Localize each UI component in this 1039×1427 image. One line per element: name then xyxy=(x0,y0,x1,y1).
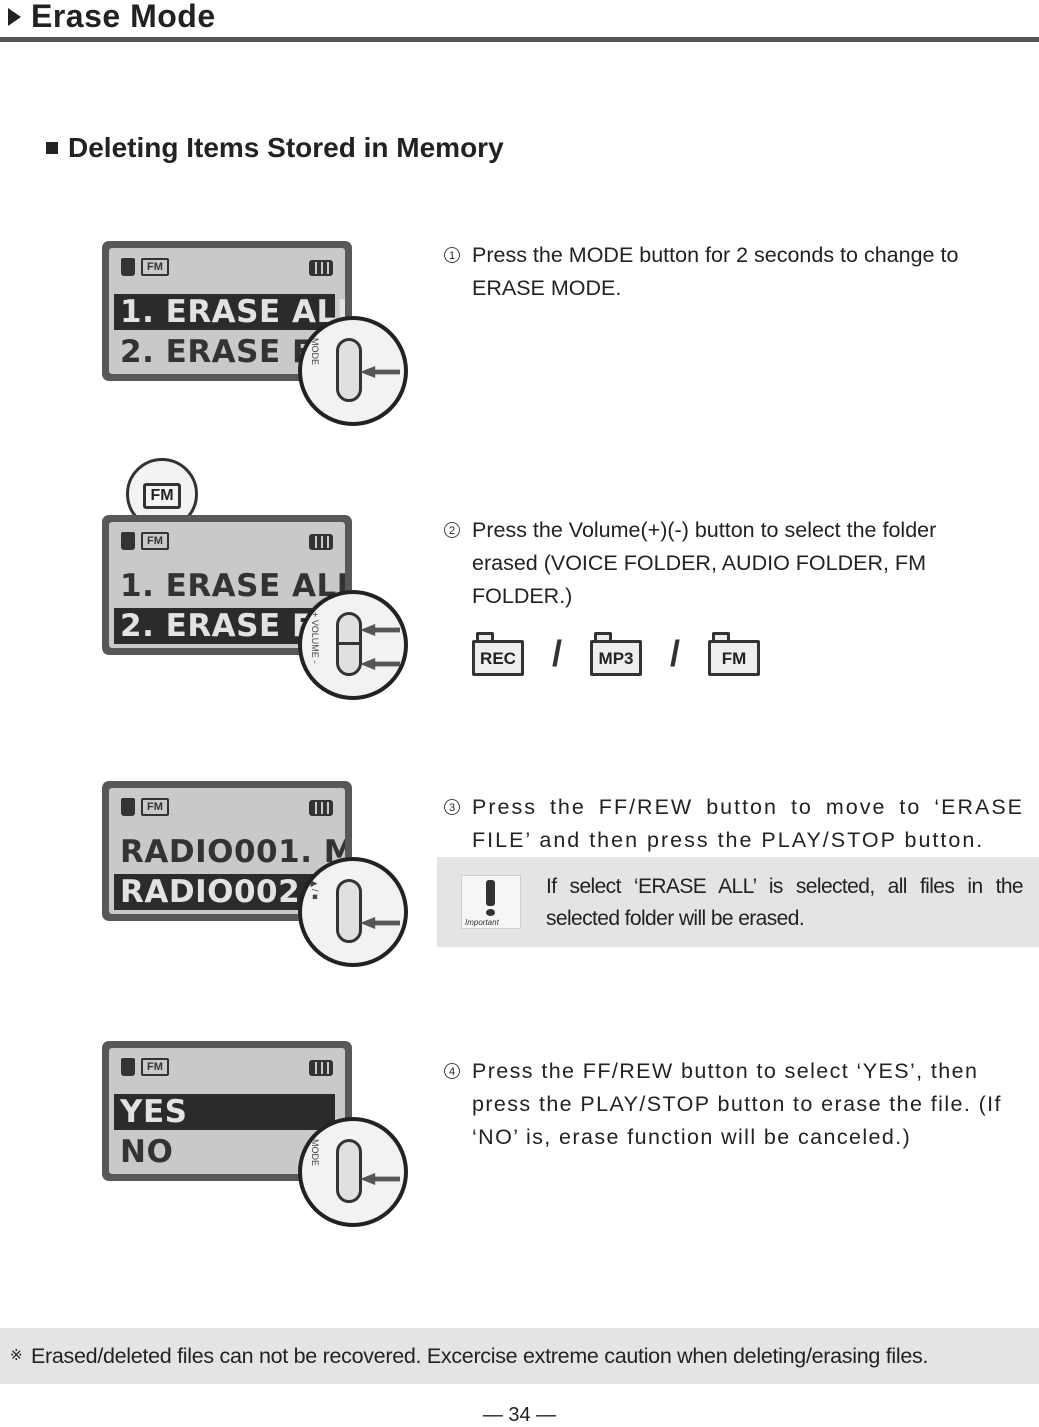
play-stop-button-zoom: ▶/■ xyxy=(298,857,408,967)
fm-folder-icon: FM xyxy=(143,483,181,509)
step-text: Press the FF/REW button to select ‘YES’,… xyxy=(472,1059,1002,1149)
step-text: Press the Volume(+)(-) button to select … xyxy=(472,518,937,608)
press-arrow-icon xyxy=(360,658,400,670)
step-text: Press the MODE button for 2 seconds to c… xyxy=(472,243,959,300)
reference-mark-icon: ※ xyxy=(10,1347,23,1364)
lcd-display-file-select: FM RADIO001. MP3 RADIO002. MP3 xyxy=(102,781,352,921)
battery-icon xyxy=(309,260,333,276)
button-label: + VOLUME - xyxy=(310,612,320,664)
lcd-screen: FM YES NO xyxy=(109,1048,345,1174)
fm-folder-icon: FM xyxy=(141,258,169,276)
button-label: ▶/■ xyxy=(310,879,320,902)
step-number: 4 xyxy=(444,1063,460,1079)
lcd-line-1: YES xyxy=(114,1094,335,1130)
header-divider xyxy=(0,37,1039,42)
battery-icon xyxy=(309,800,333,816)
press-arrow-icon xyxy=(360,624,400,636)
important-text: If select ‘ERASE ALL’ is selected, all f… xyxy=(546,875,1024,930)
separator: / xyxy=(670,633,681,674)
mp3-folder-icon: MP3 xyxy=(590,632,643,676)
press-arrow-icon xyxy=(360,1173,400,1185)
lcd-line-1: RADIO001. MP3 xyxy=(120,834,345,870)
volume-button[interactable] xyxy=(336,612,362,676)
battery-icon xyxy=(309,1060,333,1076)
warning-footer: ※ Erased/deleted files can not be recove… xyxy=(0,1328,1039,1384)
button-label: MODE xyxy=(310,338,320,365)
lcd-line-1: 1. ERASE ALL xyxy=(114,294,345,330)
lcd-line-2: NO xyxy=(120,1134,174,1170)
trash-icon xyxy=(121,258,135,276)
page-header: Erase Mode xyxy=(8,0,216,36)
lcd-screen: FM 1. ERASE ALL 2. ERASE FILE xyxy=(109,522,345,648)
rec-folder-icon: REC xyxy=(472,632,524,676)
page-number: — 34 — xyxy=(482,1404,557,1426)
folder-icons-row: REC / MP3 / FM xyxy=(472,632,761,676)
lcd-display-confirm: FM YES NO xyxy=(102,1041,352,1181)
mode-button[interactable] xyxy=(336,1139,362,1203)
fm-folder-icon: FM xyxy=(141,532,169,550)
trash-icon xyxy=(121,798,135,816)
volume-button-zoom: + VOLUME - xyxy=(298,590,408,700)
step-3: 3 Press the FF/REW button to move to ‘ER… xyxy=(444,791,1024,857)
fm-folder-icon: FM xyxy=(141,1058,169,1076)
section-title: Deleting Items Stored in Memory xyxy=(68,132,504,163)
play-stop-button[interactable] xyxy=(336,879,362,943)
step-1: 1 Press the MODE button for 2 seconds to… xyxy=(444,239,1024,305)
trash-icon xyxy=(121,1058,135,1076)
press-arrow-icon xyxy=(360,917,400,929)
press-arrow-icon xyxy=(360,366,400,378)
important-note: Important If select ‘ERASE ALL’ is selec… xyxy=(437,857,1039,947)
mode-button-zoom: MODE xyxy=(298,316,408,426)
step-number: 3 xyxy=(444,799,460,815)
mode-button[interactable] xyxy=(336,338,362,402)
fm-folder-icon: FM xyxy=(708,632,761,676)
battery-icon xyxy=(309,534,333,550)
step-number: 2 xyxy=(444,522,460,538)
fm-folder-icon: FM xyxy=(141,798,169,816)
step-4: 4 Press the FF/REW button to select ‘YES… xyxy=(444,1055,1024,1154)
bullet-square-icon xyxy=(46,142,58,154)
lcd-line-1: 1. ERASE ALL xyxy=(120,568,345,604)
trash-icon xyxy=(121,532,135,550)
separator: / xyxy=(552,633,563,674)
step-2: 2 Press the Volume(+)(-) button to selec… xyxy=(444,514,1004,613)
page-title: Erase Mode xyxy=(31,0,216,34)
mode-button-zoom: MODE xyxy=(298,1117,408,1227)
step-text: Press the FF/REW button to move to ‘ERAS… xyxy=(472,795,1024,852)
triangle-icon xyxy=(8,8,21,26)
section-heading: Deleting Items Stored in Memory xyxy=(46,132,504,164)
warning-text: Erased/deleted files can not be recovere… xyxy=(31,1344,929,1368)
important-icon: Important xyxy=(461,875,521,929)
step-number: 1 xyxy=(444,247,460,263)
button-label: MODE xyxy=(310,1139,320,1166)
